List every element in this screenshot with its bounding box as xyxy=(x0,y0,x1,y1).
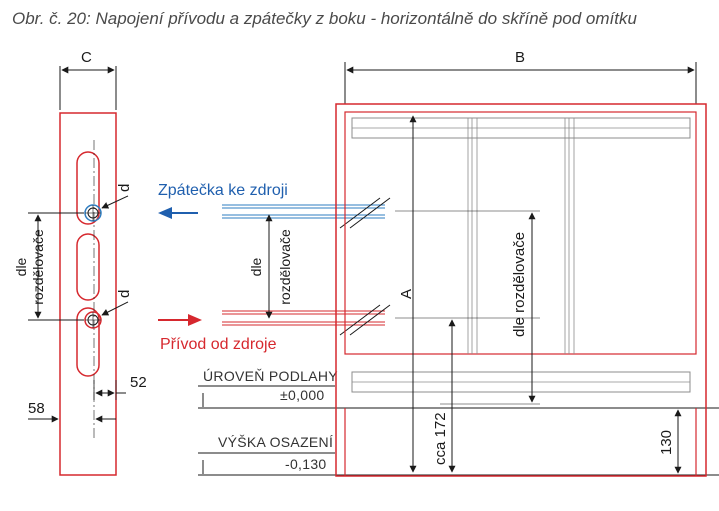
dim-d-bottom-label: d xyxy=(116,290,133,298)
mounting-level-label: VÝŠKA OSAZENÍ xyxy=(218,434,333,450)
dim-mid-dle-label-2: rozdělovače xyxy=(277,229,293,305)
supply-arrow-icon xyxy=(188,314,202,326)
dim-cca172-label: cca 172 xyxy=(432,412,449,465)
mounting-level: VÝŠKA OSAZENÍ -0,130 xyxy=(198,434,719,476)
slot-bottom xyxy=(76,307,100,377)
return-label: Zpátečka ke zdroji xyxy=(158,182,288,199)
side-view: C d d dle rozdělovače xyxy=(13,49,147,476)
dim-left-dle-label-1: dle xyxy=(13,257,29,276)
dim-b-label: B xyxy=(515,49,525,66)
dim-left-dle-label-2: rozdělovače xyxy=(30,229,46,305)
dim-d-top-label: d xyxy=(116,184,133,192)
dim-c-label: C xyxy=(81,49,92,66)
side-frame xyxy=(59,112,117,476)
floor-level: ÚROVEŇ PODLAHY ±0,000 xyxy=(198,368,719,409)
dim-right-dle-label: dle rozdělovače xyxy=(511,232,528,337)
return-arrow-icon xyxy=(158,207,172,219)
floor-level-label: ÚROVEŇ PODLAHY xyxy=(203,368,338,384)
cabinet-outer-frame xyxy=(335,103,707,477)
pipe-connections: Zpátečka ke zdroji Přívod od zdroje dle … xyxy=(158,182,391,353)
slot-top xyxy=(76,151,100,225)
figure-title: Obr. č. 20: Napojení přívodu a zpátečky … xyxy=(12,9,637,28)
supply-label: Přívod od zdroje xyxy=(160,336,277,353)
slot-middle xyxy=(76,233,100,301)
cabinet-front-view: B A cca 172 dle rozdělovače xyxy=(335,49,707,477)
mounting-level-value: -0,130 xyxy=(285,456,327,472)
dim-52-label: 52 xyxy=(130,374,147,391)
floor-level-value: ±0,000 xyxy=(280,387,325,403)
cabinet-inner-box xyxy=(344,111,697,355)
dim-58-label: 58 xyxy=(28,400,45,417)
dim-a-label: A xyxy=(398,289,415,299)
dim-mid-dle-label-1: dle xyxy=(248,257,264,276)
dim-130-label: 130 xyxy=(658,430,675,455)
